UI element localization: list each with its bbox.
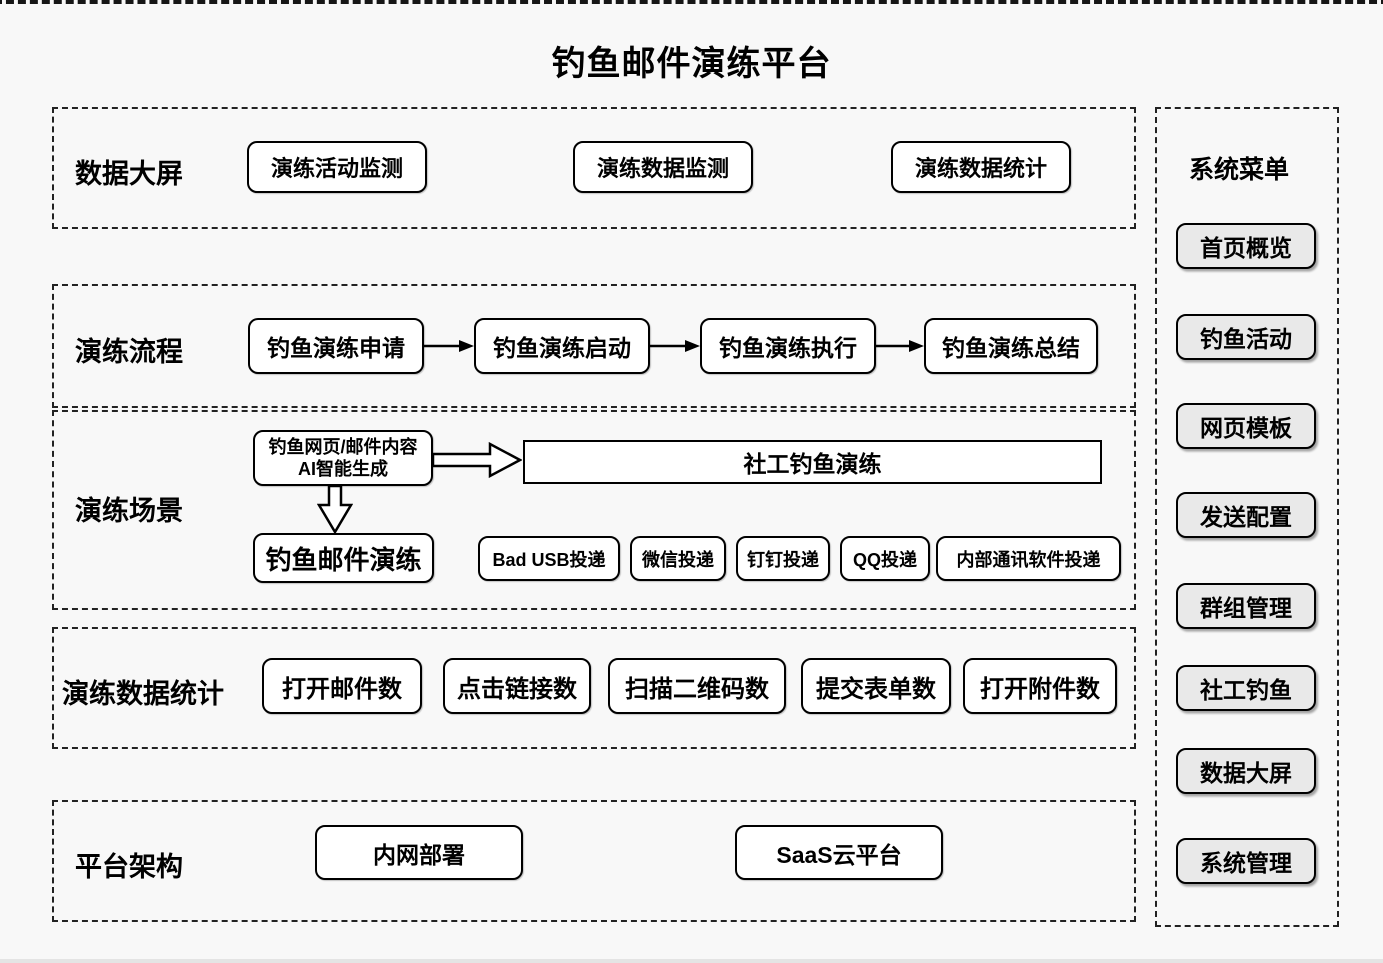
- section-platform-label: 平台架构: [75, 852, 183, 882]
- node-delivery-internal-im: 内部通讯软件投递: [936, 536, 1121, 581]
- section-scenario: [52, 410, 1136, 610]
- ai-generator-line2: AI智能生成: [298, 459, 388, 479]
- section-flow: [52, 284, 1136, 408]
- sidebar-item-system-management[interactable]: 系统管理: [1176, 838, 1316, 884]
- sidebar-item-send-config[interactable]: 发送配置: [1176, 492, 1316, 538]
- node-delivery-wechat: 微信投递: [630, 536, 726, 581]
- node-stat-link-clicked: 点击链接数: [443, 658, 591, 714]
- hollow-arrow-right-icon: [432, 442, 522, 478]
- node-flow-summary: 钓鱼演练总结: [924, 318, 1098, 374]
- section-data-screen-label: 数据大屏: [75, 159, 183, 189]
- node-intranet-deploy: 内网部署: [315, 825, 523, 880]
- node-flow-start: 钓鱼演练启动: [474, 318, 650, 374]
- sidebar-item-phishing-activity[interactable]: 钓鱼活动: [1176, 314, 1316, 360]
- node-social-phishing-drill: 社工钓鱼演练: [523, 440, 1102, 484]
- sidebar-title: 系统菜单: [1189, 156, 1290, 184]
- section-stats-label: 演练数据统计: [62, 679, 224, 709]
- section-platform: [52, 800, 1136, 922]
- section-stats: [52, 627, 1136, 749]
- arrow-right-icon: [650, 340, 700, 352]
- page-title: 钓鱼邮件演练平台: [551, 45, 832, 83]
- hollow-arrow-down-icon: [317, 485, 353, 534]
- node-stat-mail-opened: 打开邮件数: [262, 658, 422, 714]
- node-phishing-email-drill: 钓鱼邮件演练: [253, 533, 434, 583]
- section-data-screen: [52, 107, 1136, 229]
- node-stat-qrcode-scanned: 扫描二维码数: [608, 658, 786, 714]
- section-flow-label: 演练流程: [75, 337, 183, 367]
- node-stat-attachment-opened: 打开附件数: [963, 658, 1117, 714]
- arrow-right-icon: [424, 340, 474, 352]
- sidebar-system-menu: [1155, 107, 1339, 927]
- node-drill-data-stats: 演练数据统计: [891, 141, 1071, 193]
- arrow-right-icon: [875, 340, 924, 352]
- node-drill-data-monitor: 演练数据监测: [573, 141, 753, 193]
- sidebar-item-social-phishing[interactable]: 社工钓鱼: [1176, 665, 1316, 711]
- node-saas-cloud: SaaS云平台: [735, 825, 943, 880]
- sidebar-item-group-management[interactable]: 群组管理: [1176, 583, 1316, 629]
- sidebar-item-data-screen[interactable]: 数据大屏: [1176, 748, 1316, 794]
- sidebar-item-home-overview[interactable]: 首页概览: [1176, 223, 1316, 269]
- node-flow-apply: 钓鱼演练申请: [248, 318, 424, 374]
- sidebar-item-web-template[interactable]: 网页模板: [1176, 403, 1316, 449]
- node-delivery-qq: QQ投递: [840, 536, 930, 581]
- node-ai-content-generator: 钓鱼网页/邮件内容 AI智能生成: [253, 430, 433, 486]
- node-flow-execute: 钓鱼演练执行: [700, 318, 876, 374]
- top-dashed-border: [0, 0, 1383, 4]
- node-stat-form-submitted: 提交表单数: [801, 658, 951, 714]
- node-delivery-badusb: Bad USB投递: [478, 536, 620, 581]
- section-scenario-label: 演练场景: [75, 496, 183, 526]
- ai-generator-line1: 钓鱼网页/邮件内容: [268, 436, 418, 457]
- node-drill-activity-monitor: 演练活动监测: [247, 141, 427, 193]
- node-delivery-dingtalk: 钉钉投递: [736, 536, 830, 581]
- bottom-edge: [0, 959, 1383, 963]
